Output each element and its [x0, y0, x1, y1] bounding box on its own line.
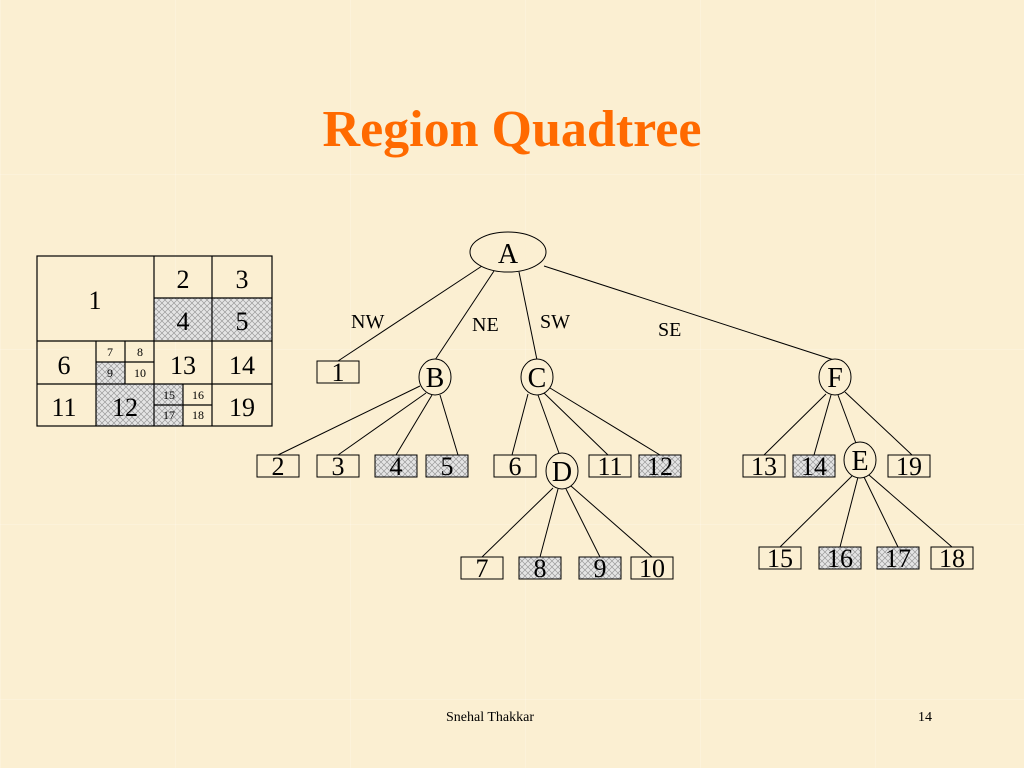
node-d: D: [552, 457, 572, 488]
grid-cell-19: 19: [229, 393, 255, 422]
edge-labels: NW NE SW SE: [351, 311, 681, 341]
leaf-13-box: [742, 454, 786, 478]
grid-cell-10: 10: [134, 366, 146, 380]
leaf-8-box: [518, 556, 562, 580]
node-b: B: [426, 363, 445, 394]
node-c-shape: [520, 358, 554, 396]
grid-cell-6: 6: [58, 351, 71, 380]
leaf-3-box: [316, 454, 360, 478]
grid-cell-11: 11: [51, 393, 76, 422]
grid-cell-3: 3: [236, 265, 249, 294]
node-b-shape: [418, 358, 452, 396]
leaf-4-box: [374, 454, 418, 478]
grid-labels: 1 2 3 4 5 6 7 8 9 10 11 12 13 14 15 16 1…: [51, 265, 255, 422]
grid-cell-1: 1: [89, 286, 102, 315]
leaf-11: 11: [597, 452, 622, 481]
leaf-14: 14: [801, 452, 827, 481]
leaf-6: 6: [509, 452, 522, 481]
grid-cell-15-shade: [154, 384, 183, 405]
grid-cell-2: 2: [177, 265, 190, 294]
node-f-shape: [818, 358, 852, 396]
edge-label-se: SE: [658, 319, 681, 341]
page-number: 14: [918, 710, 932, 725]
leaf-9-box: [578, 556, 622, 580]
leaf-10: 10: [639, 554, 665, 583]
leaf-1: 1: [332, 358, 345, 387]
leaf-7-box: [460, 556, 504, 580]
leaf-boxes: [256, 360, 974, 580]
leaf-9: 9: [594, 554, 607, 583]
grid-cell-16: 16: [192, 388, 204, 402]
leaf-11-box: [588, 454, 632, 478]
grid-cell-9: 9: [107, 366, 113, 380]
edge-label-nw: NW: [351, 311, 384, 333]
leaf-8: 8: [534, 554, 547, 583]
internal-nodes: [418, 231, 877, 490]
leaf-4: 4: [390, 452, 403, 481]
leaf-1-box: [316, 360, 360, 384]
grid-cell-4: 4: [177, 307, 190, 336]
grid-cell-12-shade: [96, 384, 154, 426]
grid-cell-5-shade: [212, 298, 272, 340]
leaf-15: 15: [767, 544, 793, 573]
leaf-17-box: [876, 546, 920, 570]
grid-cell-7: 7: [107, 345, 113, 359]
leaf-17: 17: [885, 544, 911, 573]
leaf-5: 5: [441, 452, 454, 481]
leaf-14-box: [792, 454, 836, 478]
leaf-19-box: [887, 454, 931, 478]
footer-author: Snehal Thakkar: [446, 710, 534, 725]
leaf-6-box: [493, 454, 537, 478]
edge-label-sw: SW: [540, 311, 570, 333]
leaf-12-box: [638, 454, 682, 478]
edge-label-ne: NE: [472, 314, 499, 336]
leaf-2: 2: [272, 452, 285, 481]
grid-cell-14: 14: [229, 351, 255, 380]
node-c: C: [528, 363, 547, 394]
node-e: E: [851, 446, 868, 477]
grid-cell-17: 17: [163, 408, 175, 422]
leaf-7: 7: [476, 554, 489, 583]
leaf-13: 13: [751, 452, 777, 481]
leaf-18: 18: [939, 544, 965, 573]
grid-cell-15: 15: [163, 388, 175, 402]
leaf-18-box: [930, 546, 974, 570]
grid-cell-13: 13: [170, 351, 196, 380]
leaf-16: 16: [827, 544, 853, 573]
leaf-2-box: [256, 454, 300, 478]
leaf-3: 3: [332, 452, 345, 481]
grid-cell-12: 12: [112, 393, 138, 422]
leaf-5-box: [425, 454, 469, 478]
node-a: A: [498, 239, 519, 270]
leaf-12: 12: [647, 452, 673, 481]
leaf-19: 19: [896, 452, 922, 481]
grid-cell-8: 8: [137, 345, 143, 359]
grid-cell-4-shade: [154, 298, 212, 340]
grid-cell-5: 5: [236, 307, 249, 336]
region-grid: [36, 255, 273, 427]
node-f: F: [827, 363, 843, 394]
leaf-16-box: [818, 546, 862, 570]
grid-cell-9-shade: [96, 362, 125, 384]
node-a-shape: [469, 231, 547, 273]
leaf-15-box: [758, 546, 802, 570]
grid-cell-18: 18: [192, 408, 204, 422]
leaf-10-box: [630, 556, 674, 580]
node-d-shape: [545, 452, 579, 490]
tree-edges: [277, 265, 953, 558]
grid-cell-17-shade: [154, 405, 183, 426]
slide-title: Region Quadtree: [322, 101, 702, 158]
node-e-shape: [843, 441, 877, 479]
